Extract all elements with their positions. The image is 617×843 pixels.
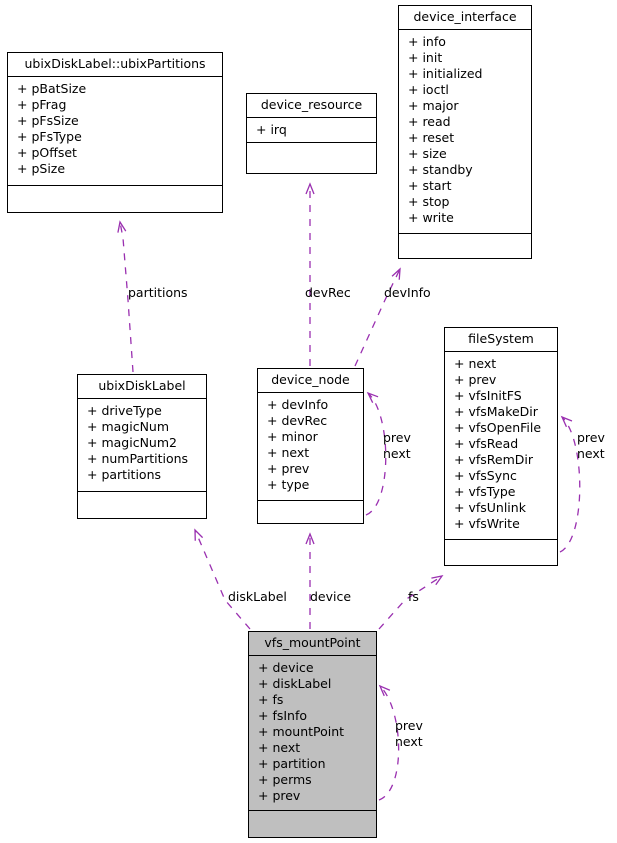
edge-label-devinfo: devInfo (384, 285, 431, 300)
attribute-row: + vfsUnlink (454, 500, 526, 515)
attribute-row: + mountPoint (258, 724, 345, 739)
attribute-row: + pBatSize (17, 81, 87, 96)
edge-devinfo (354, 267, 401, 367)
edge-label-filesystem-next: next (577, 446, 605, 461)
attribute-row: + perms (258, 772, 312, 787)
attribute-row: + vfsInitFS (454, 388, 522, 403)
edge-label-devicenode-prev: prev (383, 430, 411, 445)
class-attributes-ubix-disk-label: + driveType + magicNum + magicNum2 + num… (78, 399, 206, 492)
class-operations-device-node (258, 501, 363, 524)
class-box-ubix-partitions[interactable]: ubixDiskLabel::ubixPartitions + pBatSize… (7, 52, 223, 213)
class-box-device-resource[interactable]: device_resource + irq (246, 93, 377, 174)
attribute-row: + pOffset (17, 145, 77, 160)
attribute-row: + standby (408, 162, 473, 177)
attribute-row: + partitions (87, 467, 162, 482)
attribute-row: + vfsRemDir (454, 452, 533, 467)
attribute-row: + devInfo (267, 397, 329, 412)
attribute-row: + next (454, 356, 497, 371)
class-operations-ubix-disk-label (78, 492, 206, 519)
edge-label-fs: fs (408, 589, 419, 604)
edge-label-mountpoint-next: next (395, 734, 423, 749)
attribute-row: + vfsWrite (454, 516, 520, 531)
attribute-row: + major (408, 98, 459, 113)
attribute-row: + next (258, 740, 301, 755)
attribute-row: + diskLabel (258, 676, 332, 691)
edge-label-device: device (310, 589, 352, 604)
attribute-row: + pSize (17, 161, 66, 176)
attribute-row: + next (267, 445, 310, 460)
class-attributes-file-system: + next + prev + vfsInitFS + vfsMakeDir +… (445, 352, 557, 540)
attribute-row: + write (408, 210, 454, 225)
attribute-row: + vfsOpenFile (454, 420, 542, 435)
class-title-device-node: device_node (258, 369, 363, 393)
class-attributes-vfs-mountpoint: + device + diskLabel + fs + fsInfo + mou… (249, 656, 376, 811)
edge-label-disklabel: diskLabel (228, 589, 287, 604)
class-title-ubix-partitions: ubixDiskLabel::ubixPartitions (8, 53, 222, 77)
attribute-row: + info (408, 34, 446, 49)
attribute-row: + start (408, 178, 452, 193)
attribute-row: + magicNum2 (87, 435, 177, 450)
attribute-row: + vfsRead (454, 436, 519, 451)
class-operations-ubix-partitions (8, 186, 222, 213)
attribute-row: + stop (408, 194, 450, 209)
class-title-ubix-disk-label: ubixDiskLabel (78, 375, 206, 399)
class-title-vfs-mountpoint: vfs_mountPoint (249, 632, 376, 656)
attribute-row: + magicNum (87, 419, 170, 434)
attribute-row: + vfsType (454, 484, 516, 499)
attribute-row: + ioctl (408, 82, 449, 97)
class-operations-device-interface (399, 234, 531, 260)
class-attributes-device-node: + devInfo + devRec + minor + next + prev… (258, 393, 363, 501)
class-title-file-system: fileSystem (445, 328, 557, 352)
class-box-device-interface[interactable]: device_interface + info + init + initial… (398, 5, 532, 259)
attribute-row: + fsInfo (258, 708, 308, 723)
class-box-vfs-mountpoint[interactable]: vfs_mountPoint + device + diskLabel + fs… (248, 631, 377, 838)
attribute-row: + pFrag (17, 97, 67, 112)
attribute-row: + initialized (408, 66, 483, 81)
attribute-row: + partition (258, 756, 326, 771)
attribute-row: + vfsMakeDir (454, 404, 538, 419)
class-attributes-device-interface: + info + init + initialized + ioctl + ma… (399, 30, 531, 234)
edge-label-filesystem-prev: prev (577, 430, 605, 445)
class-operations-file-system (445, 540, 557, 566)
attribute-row: + driveType (87, 403, 162, 418)
attribute-row: + minor (267, 429, 318, 444)
class-operations-device-resource (247, 143, 376, 173)
attribute-row: + numPartitions (87, 451, 189, 466)
attribute-row: + pFsType (17, 129, 82, 144)
attribute-row: + prev (258, 788, 301, 803)
attribute-row: + pFsSize (17, 113, 79, 128)
edge-label-mountpoint-prev: prev (395, 718, 423, 733)
attribute-row: + devRec (267, 413, 328, 428)
edge-label-devrec: devRec (305, 285, 351, 300)
attribute-row: + fs (258, 692, 284, 707)
attribute-row: + reset (408, 130, 455, 145)
attribute-row: + prev (454, 372, 497, 387)
class-attributes-device-resource: + irq (247, 118, 376, 143)
class-box-ubix-disk-label[interactable]: ubixDiskLabel + driveType + magicNum + m… (77, 374, 207, 519)
attribute-row: + prev (267, 461, 310, 476)
attribute-row: + init (408, 50, 443, 65)
attribute-row: + vfsSync (454, 468, 517, 483)
class-title-device-interface: device_interface (399, 6, 531, 30)
attribute-row: + size (408, 146, 447, 161)
class-title-device-resource: device_resource (247, 94, 376, 118)
class-operations-vfs-mountpoint (249, 811, 376, 841)
edge-disklabel (194, 528, 251, 630)
edge-label-devicenode-next: next (383, 446, 411, 461)
class-attributes-ubix-partitions: + pBatSize + pFrag + pFsSize + pFsType +… (8, 77, 222, 186)
attribute-row: + irq (256, 122, 287, 137)
attribute-row: + read (408, 114, 451, 129)
edge-label-partitions: partitions (128, 285, 188, 300)
attribute-row: + type (267, 477, 310, 492)
class-box-device-node[interactable]: device_node + devInfo + devRec + minor +… (257, 368, 364, 524)
attribute-row: + device (258, 660, 314, 675)
class-box-file-system[interactable]: fileSystem + next + prev + vfsInitFS + v… (444, 327, 558, 566)
